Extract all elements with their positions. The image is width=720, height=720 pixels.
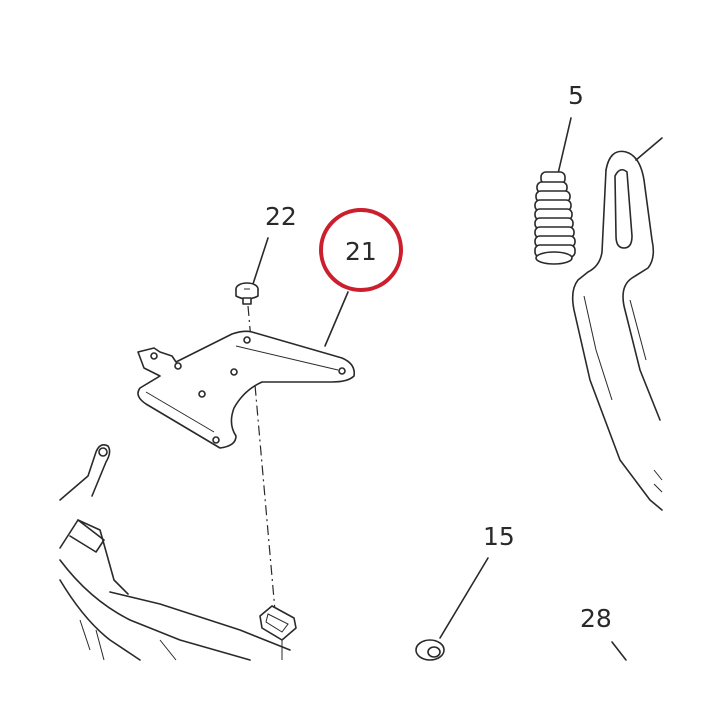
lever-leader [635,137,663,161]
part-15-washer [415,639,445,661]
clip-nut [259,605,297,660]
part-5-bellows [534,171,576,265]
callout-28-leader [611,641,627,661]
frame-left [59,444,291,661]
callout-22-leader [252,237,269,285]
callout-15-label: 15 [483,522,515,551]
assembly-axis [247,305,277,623]
callout-22[interactable]: 22 [252,202,297,285]
part-22-screw [235,282,259,305]
callout-15-leader [439,557,489,639]
pedal-lever [571,137,663,511]
callout-5-leader [556,117,572,179]
callout-21[interactable]: 21 [319,208,403,347]
part-21-mounting-plate [137,330,356,449]
callout-5[interactable]: 5 [556,81,584,179]
callout-28-label: 28 [580,604,612,633]
callout-15[interactable]: 15 [439,522,515,639]
callout-28[interactable]: 28 [580,604,627,661]
callout-21-label: 21 [345,237,377,266]
callout-22-label: 22 [265,202,297,231]
highlight-circle [319,208,403,292]
callout-21-leader [324,291,349,347]
callout-5-label: 5 [568,81,584,110]
